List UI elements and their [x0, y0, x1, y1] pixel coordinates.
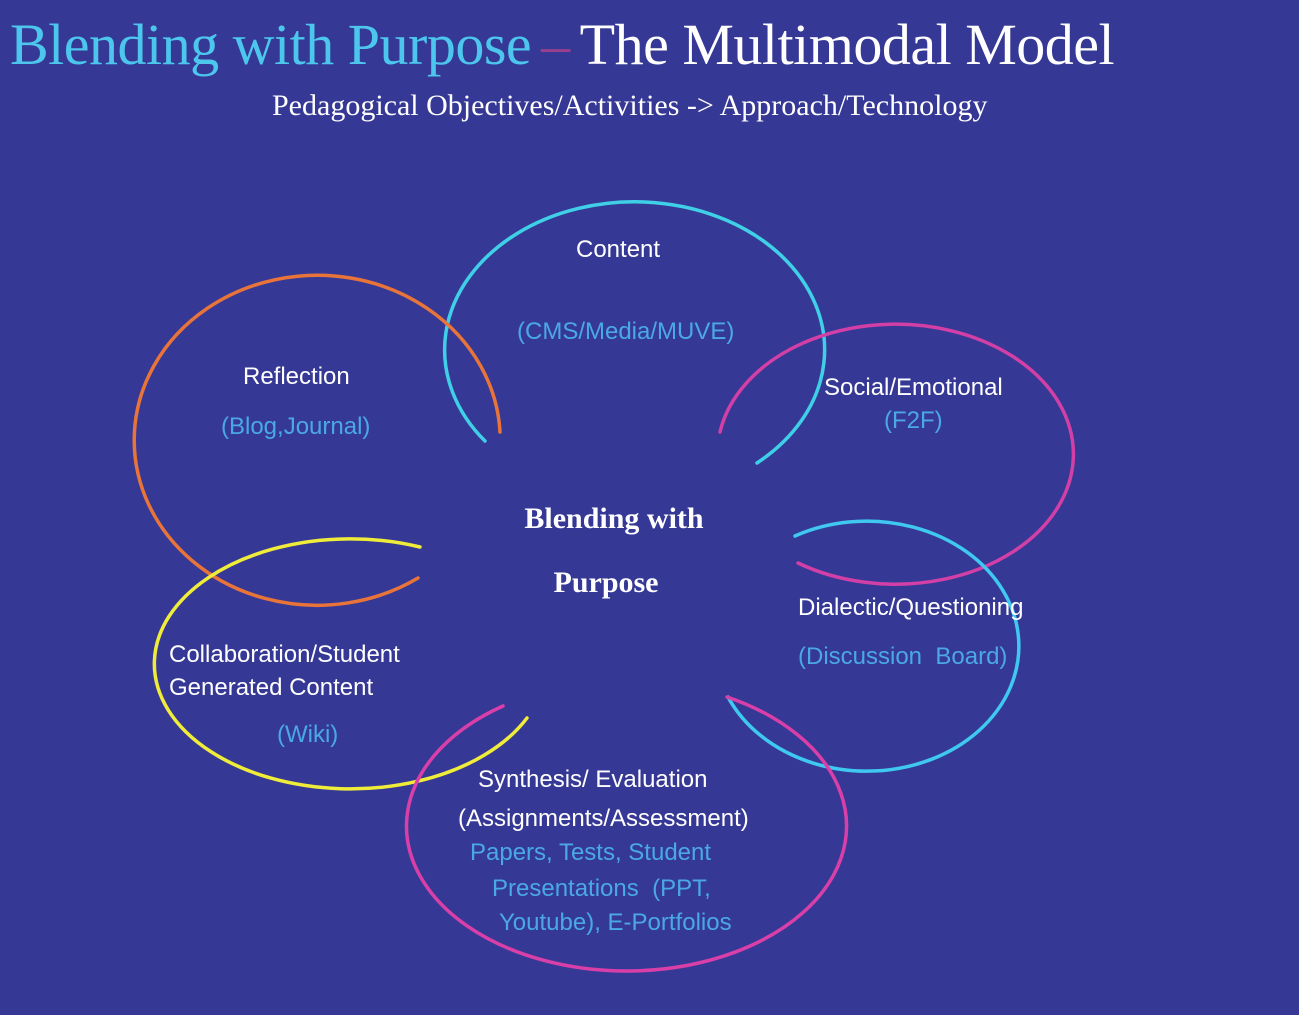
dialectic-technology: (Discussion Board) [798, 643, 1008, 670]
content-objective: Content [576, 236, 661, 263]
dialectic-arc [726, 519, 1021, 773]
title-main: Blending with Purpose [10, 12, 532, 77]
center-label-line1: Blending with [524, 502, 704, 535]
reflection-technology: (Blog,Journal) [221, 413, 371, 440]
title-model: The Multimodal Model [579, 12, 1115, 77]
title-separator: – [541, 12, 570, 77]
page-title: Blending with Purpose–The Multimodal Mod… [10, 10, 1115, 80]
synthesis-technology-line2: Presentations (PPT, [492, 875, 711, 902]
collaboration-arc [152, 537, 529, 791]
center-label-line2: Purpose [553, 566, 659, 599]
subtitle: Pedagogical Objectives/Activities -> App… [272, 89, 988, 122]
collaboration-objective-line1: Collaboration/Student [169, 641, 400, 668]
synthesis-technology-line3: Youtube), E-Portfolios [499, 909, 732, 936]
content-technology: (CMS/Media/MUVE) [517, 318, 735, 345]
collaboration-technology: (Wiki) [277, 721, 339, 748]
reflection-objective: Reflection [243, 363, 350, 390]
social-objective: Social/Emotional [824, 374, 1003, 401]
social-technology: (F2F) [884, 407, 943, 434]
synthesis-objective-line2: (Assignments/Assessment) [458, 805, 749, 832]
reflection-arc [132, 273, 502, 607]
synthesis-technology-line1: Papers, Tests, Student [470, 839, 712, 866]
synthesis-arc [404, 695, 849, 973]
synthesis-objective-line1: Synthesis/ Evaluation [478, 766, 708, 793]
collaboration-objective-line2: Generated Content [169, 674, 374, 701]
content-arc [442, 200, 827, 465]
dialectic-objective: Dialectic/Questioning [798, 594, 1024, 621]
social-arc [718, 322, 1076, 586]
